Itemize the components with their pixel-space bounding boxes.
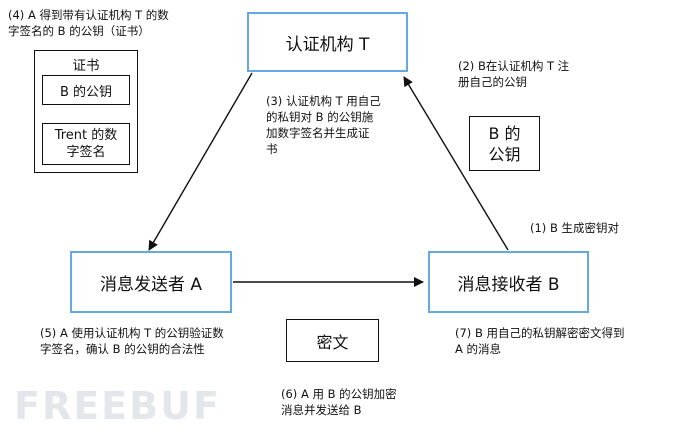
certificate-signature: Trent 的数 字签名 [42,123,130,165]
step-4-note: (4) A 得到带有认证机构 T 的数 字签名的 B 的公钥（证书） [8,8,169,38]
ca-node-label: 认证机构 T [285,34,370,55]
step-2-note: (2) B在认证机构 T 注 册自己的公钥 [458,59,570,89]
freebuf-watermark: FREEBUF [14,384,221,428]
certificate-box: 证书 B 的公钥 Trent 的数 字签名 [34,50,138,173]
sender-node-label: 消息发送者 A [99,274,203,295]
ciphertext-box: 密文 [286,319,379,362]
arrow-receiver-to-ca [403,76,509,251]
receiver-node: 消息接收者 B [428,251,589,313]
arrow-ca-to-sender [148,72,253,251]
step-5-note: (5) A 使用认证机构 T 的公钥验证数 字签名，确认 B 的公钥的合法性 [40,326,224,356]
step-1-note: (1) B 生成密钥对 [530,221,619,235]
pubkey-box: B 的 公钥 [469,116,540,171]
ca-node: 认证机构 T [247,12,408,72]
step-3-note: (3) 认证机构 T 用自己 的私钥对 B 的公钥施 加数字签名并生成证 书 [266,94,381,156]
step-7-note: (7) B 用自己的私钥解密密文得到 A 的消息 [455,326,625,356]
receiver-node-label: 消息接收者 B [457,274,560,295]
step-6-note: (6) A 用 B 的公钥加密 消息并发送给 B [281,387,397,417]
certificate-title: 证书 [72,58,100,74]
sender-node: 消息发送者 A [70,251,232,313]
certificate-pubkey: B 的公钥 [42,75,130,105]
